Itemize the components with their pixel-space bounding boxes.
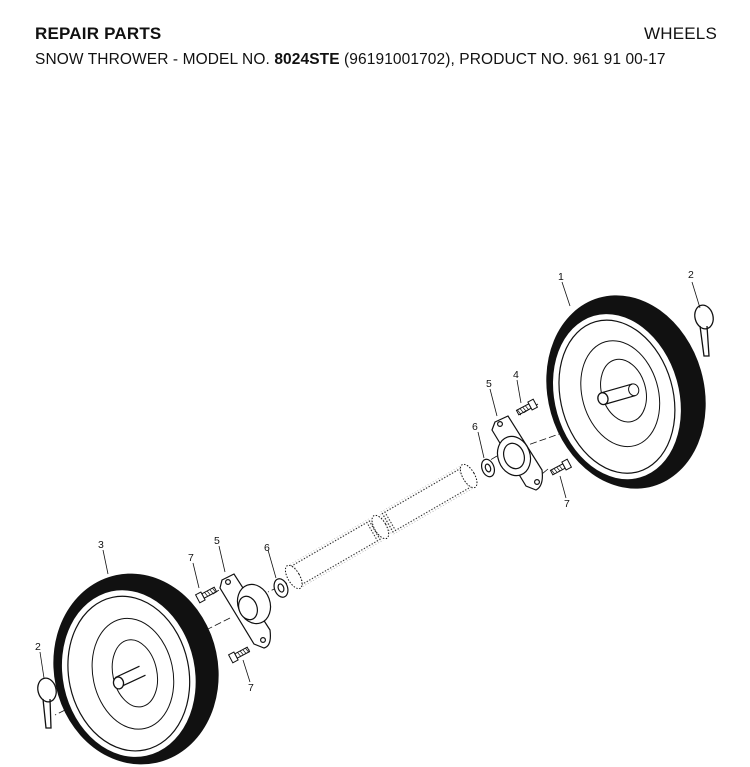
right-wheel xyxy=(546,295,706,489)
bolt-right-lower xyxy=(549,458,573,476)
callout-bolt-left-lower: 7 xyxy=(248,682,254,694)
leader-lines xyxy=(39,281,701,683)
callout-bolt-left-upper: 7 xyxy=(188,552,194,564)
section-title: REPAIR PARTS xyxy=(35,24,162,43)
callout-washer-right: 6 xyxy=(472,421,478,433)
model-number: 8024STE xyxy=(274,51,340,68)
bolt-upper xyxy=(515,398,539,416)
right-washer xyxy=(480,458,496,478)
page-title: WHEELS xyxy=(644,24,717,43)
callout-wheel-right: 1 xyxy=(558,271,564,283)
callout-bracket-left: 5 xyxy=(214,535,220,547)
left-bracket xyxy=(219,573,272,649)
subtitle-prefix: SNOW THROWER - MODEL NO. xyxy=(35,51,275,68)
callout-bolt-right-lower: 7 xyxy=(564,498,570,510)
subtitle-suffix: (96191001702), PRODUCT NO. 961 91 00-17 xyxy=(339,51,666,68)
callout-wheel-left: 3 xyxy=(98,539,104,551)
pin-left xyxy=(37,677,57,729)
left-hub xyxy=(112,676,125,690)
left-washer xyxy=(273,578,289,598)
axle xyxy=(284,463,478,590)
callout-pin-left: 2 xyxy=(35,641,41,653)
subtitle: SNOW THROWER - MODEL NO. 8024STE (961910… xyxy=(35,51,666,69)
bolt-left-lower xyxy=(227,646,251,664)
callout-bolt-upper: 4 xyxy=(513,369,519,381)
left-wheel xyxy=(53,573,219,765)
callout-pin-right: 2 xyxy=(688,269,694,281)
callout-washer-left: 6 xyxy=(264,542,270,554)
pin-right xyxy=(694,304,714,357)
bolt-left-upper xyxy=(194,586,218,604)
callout-bracket-right: 5 xyxy=(486,378,492,390)
right-bracket xyxy=(491,415,543,491)
right-hub xyxy=(597,392,609,406)
